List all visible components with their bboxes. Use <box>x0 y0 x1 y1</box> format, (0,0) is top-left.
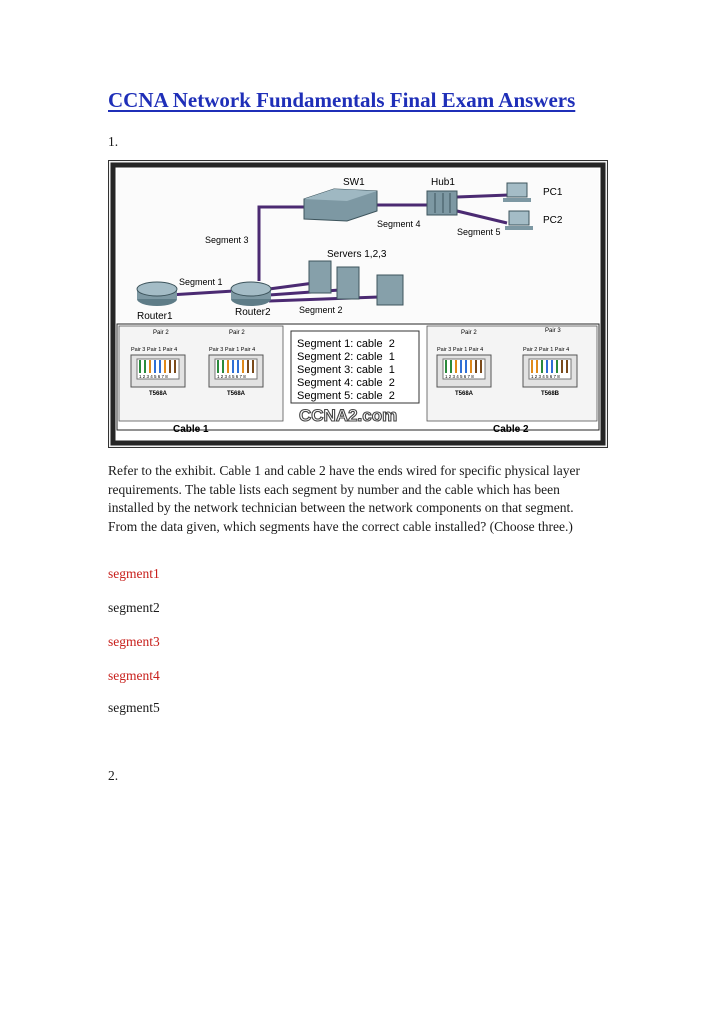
router2-icon <box>230 281 272 306</box>
answer-option-segment1: segment1 <box>108 566 160 581</box>
jack-pair-top: Pair 2 <box>461 330 477 336</box>
cable-2-jack-2: Pair 3 Pair 2 Pair 1 Pair 4 1 2 3 4 5 6 … <box>522 328 578 397</box>
router2-label: Router2 <box>235 307 271 318</box>
page-title: CCNA Network Fundamentals Final Exam Ans… <box>108 88 576 112</box>
table-row: Segment 1: cable 2 <box>297 338 395 350</box>
answer-option-segment5: segment5 <box>108 700 160 715</box>
cable-1-jack-1: Pair 2 Pair 3 Pair 1 Pair 4 1 2 3 4 5 6 … <box>130 330 186 397</box>
table-row: Segment 5: cable 2 <box>297 390 395 402</box>
jack-pairs-row: Pair 3 Pair 1 Pair 4 <box>437 347 483 353</box>
network-diagram: SW1 Hub1 PC1 PC2 Servers 1,2,3 <box>110 162 606 446</box>
jack-pins: 1 2 3 4 5 6 7 8 <box>531 374 560 379</box>
question-1-number: 1. <box>108 134 119 149</box>
switch-icon <box>303 188 378 222</box>
servers-label: Servers 1,2,3 <box>327 249 387 260</box>
pc2-label: PC2 <box>543 215 563 226</box>
pc1-label: PC1 <box>543 187 563 198</box>
jack-standard: T568A <box>227 391 246 397</box>
segment-1-link <box>168 289 235 297</box>
question-2-number: 2. <box>108 768 119 783</box>
server-link-c <box>268 295 380 303</box>
jack-pairs-row: Pair 2 Pair 1 Pair 4 <box>523 347 569 353</box>
answer-option-segment3: segment3 <box>108 634 160 649</box>
jack-pins: 1 2 3 4 5 6 7 8 <box>445 374 474 379</box>
pc1-icon <box>503 182 531 202</box>
segment-3-label: Segment 3 <box>205 235 249 245</box>
hub-pc2-link <box>456 209 508 225</box>
exhibit-figure: SW1 Hub1 PC1 PC2 Servers 1,2,3 <box>108 160 608 448</box>
table-row: Segment 3: cable 1 <box>297 364 395 376</box>
router1-icon <box>136 281 178 306</box>
answer-option-segment2: segment2 <box>108 600 160 615</box>
segment-2-label: Segment 2 <box>299 305 343 315</box>
jack-pair-top: Pair 2 <box>229 330 245 336</box>
jack-pins: 1 2 3 4 5 6 7 8 <box>217 374 246 379</box>
question-1-text: Refer to the exhibit. Cable 1 and cable … <box>108 463 580 534</box>
servers-icon <box>308 260 404 306</box>
table-row: Segment 2: cable 1 <box>297 351 395 363</box>
jack-pair-top: Pair 2 <box>153 330 169 336</box>
cable-2-label: Cable 2 <box>493 424 529 435</box>
jack-pairs-row: Pair 3 Pair 1 Pair 4 <box>131 347 177 353</box>
pc2-icon <box>505 210 533 230</box>
jack-standard: T568A <box>455 391 474 397</box>
router1-label: Router1 <box>137 311 173 322</box>
answer-option-segment4: segment4 <box>108 668 160 683</box>
jack-pair-top: Pair 3 <box>545 328 561 334</box>
sw1-label: SW1 <box>343 177 365 188</box>
segment-4-label: Segment 4 <box>377 219 421 229</box>
segment-5-label: Segment 5 <box>457 227 501 237</box>
segment-1-label: Segment 1 <box>179 277 223 287</box>
jack-pins: 1 2 3 4 5 6 7 8 <box>139 374 168 379</box>
jack-pairs-row: Pair 3 Pair 1 Pair 4 <box>209 347 255 353</box>
cable-1-label: Cable 1 <box>173 424 209 435</box>
watermark-text: CCNA2.com <box>299 406 397 425</box>
hub-icon <box>426 190 458 216</box>
jack-standard: T568A <box>149 391 168 397</box>
cable-1-jack-2: Pair 2 Pair 3 Pair 1 Pair 4 1 2 3 4 5 6 … <box>208 330 264 397</box>
segment-3-link <box>257 205 304 281</box>
table-row: Segment 4: cable 2 <box>297 377 395 389</box>
jack-standard: T568B <box>541 391 560 397</box>
cable-2-jack-1: Pair 2 Pair 3 Pair 1 Pair 4 1 2 3 4 5 6 … <box>436 330 492 397</box>
hub1-label: Hub1 <box>431 177 455 188</box>
hub-pc1-link <box>456 193 510 199</box>
